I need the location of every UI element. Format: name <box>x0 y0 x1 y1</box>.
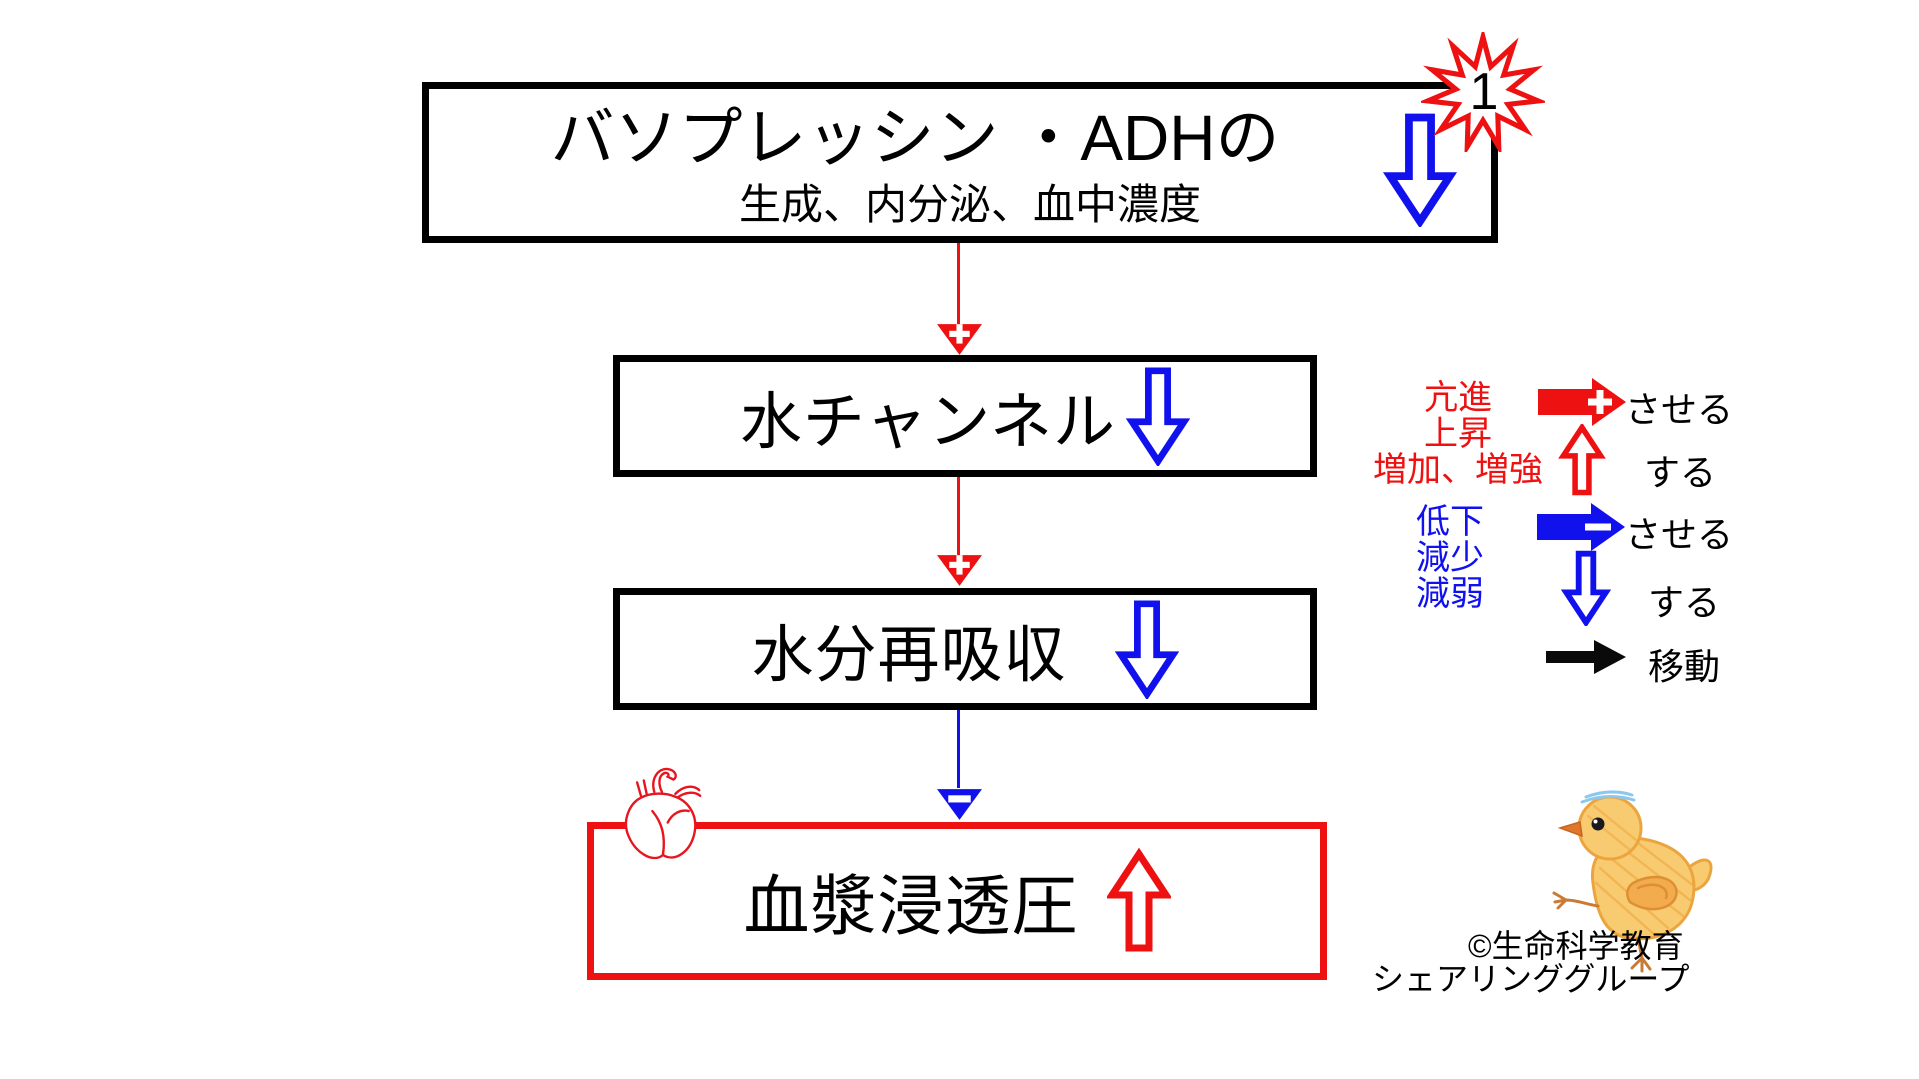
credit-line1: ©生命科学教育 <box>1468 928 1684 964</box>
burst-badge-number: 1 <box>1469 63 1499 121</box>
legend-move-arrow-icon <box>1546 640 1626 674</box>
burst-badge: 1 <box>1417 27 1549 157</box>
chick-icon <box>1552 790 1713 973</box>
legend-decrease-cause-label: させる <box>1625 514 1734 555</box>
connector-reabsorption-to-osmolarity <box>957 710 960 788</box>
increase-arrow-icon <box>1106 847 1171 952</box>
starburst-icon <box>1417 27 1549 157</box>
legend-decrease-term: 減弱 <box>1416 575 1484 613</box>
flow-box-adh: バソプレッシン ・ADHの 生成、内分泌、血中濃度 <box>422 82 1498 243</box>
legend-decrease-terms: 低下 減少 減弱 <box>1362 504 1538 612</box>
legend-decrease-do-label: する <box>1648 582 1721 623</box>
legend-increase-cause-arrow-icon <box>1538 378 1626 426</box>
legend-decrease-cause-arrow-icon <box>1537 503 1625 551</box>
flow-box-water-channel: 水チャンネル <box>613 355 1317 477</box>
heart-icon <box>624 767 702 860</box>
decrease-arrow-icon <box>1126 367 1191 466</box>
legend-increase-do-label: する <box>1644 452 1717 493</box>
connector-channel-to-reabsorption <box>957 477 960 555</box>
legend-decrease-term: 低下 <box>1416 503 1484 541</box>
decrease-arrow-icon <box>1382 113 1458 227</box>
legend-decrease-term: 減少 <box>1416 539 1484 577</box>
legend-increase-do-arrow-icon <box>1558 424 1606 496</box>
plasma-osmolarity-label: 血漿浸透圧 <box>743 869 1079 943</box>
stimulate-arrowhead-icon <box>937 324 982 355</box>
decrease-arrow-icon <box>1114 600 1179 699</box>
legend-decrease-do-arrow-icon <box>1560 550 1612 626</box>
legend-increase-term: 増加、増強 <box>1373 451 1543 489</box>
legend-move-label: 移動 <box>1648 646 1721 687</box>
flow-box-water-reabsorption: 水分再吸収 <box>613 588 1317 710</box>
water-channel-label: 水チャンネル <box>739 388 1117 457</box>
legend-increase-terms: 亢進 上昇 増加、増強 <box>1370 380 1546 488</box>
water-reabsorption-label: 水分再吸収 <box>751 621 1067 690</box>
inhibit-arrowhead-icon <box>937 789 982 820</box>
adh-box-subtitle: 生成、内分泌、血中濃度 <box>738 180 1201 228</box>
legend-increase-term: 上昇 <box>1424 415 1492 453</box>
flow-box-plasma-osmolarity: 血漿浸透圧 <box>587 822 1327 980</box>
legend-increase-term: 亢進 <box>1424 379 1492 417</box>
adh-box-title: バソプレッシン ・ADHの <box>550 101 1280 174</box>
credit-line2: シェアリンググループ <box>1372 961 1690 997</box>
connector-adh-to-channel <box>957 243 960 325</box>
legend-increase-cause-label: させる <box>1625 389 1734 430</box>
stimulate-arrowhead-icon <box>937 555 982 586</box>
